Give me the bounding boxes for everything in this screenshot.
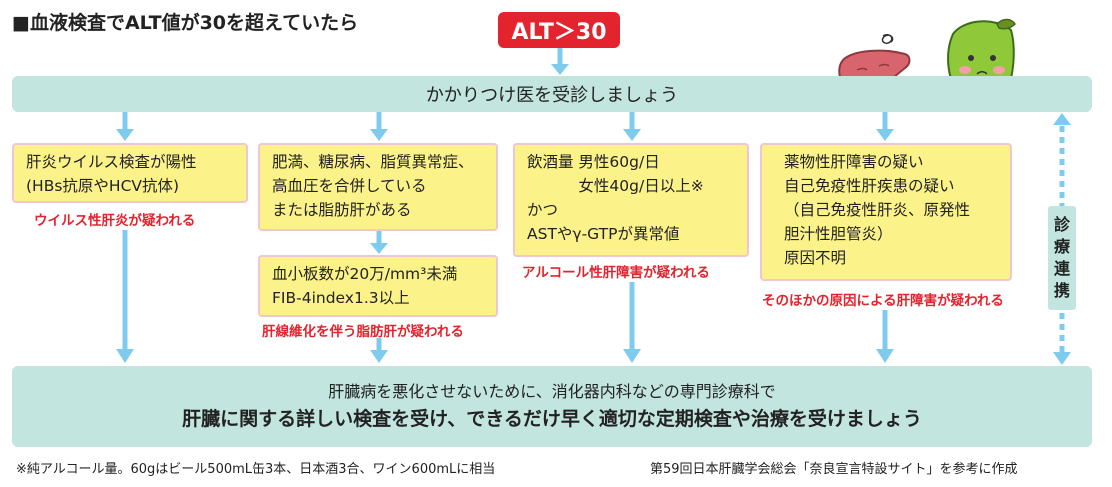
box-line: 胆汁性胆管炎） — [784, 225, 893, 243]
box-viral-hepatitis: 肝炎ウイルス検査が陽性 (HBs抗原やHCV抗体) — [12, 143, 248, 203]
box-line: 高血圧を合併している — [272, 177, 427, 195]
source-note: 第59回日本肝臓学会総会「奈良宣言特設サイト」を参考に作成 — [650, 462, 1018, 477]
arrow-band-to-col4 — [876, 112, 894, 141]
box-line: または脂肪肝がある — [272, 201, 412, 219]
arrow-col2-to-bottom — [370, 338, 388, 363]
tag-char: 診 — [1053, 215, 1070, 234]
box-other-causes: 薬物性肝障害の疑い 自己免疫性肝疾患の疑い （自己免疫性肝炎、原発性 胆汁性胆管… — [760, 143, 1012, 281]
box-line: 肝炎ウイルス検査が陽性 — [26, 153, 197, 171]
bottom-band-line1: 肝臓病を悪化させないために、消化器内科などの専門診療科で — [328, 382, 776, 401]
bottom-band-line2: 肝臓に関する詳しい検査を受け、できるだけ早く適切な定期検査や治療を受けましょう — [182, 408, 922, 430]
box-line: 自己免疫性肝疾患の疑い — [784, 177, 955, 195]
box-line: 飲酒量 男性60g/日 — [527, 153, 660, 171]
arrow-band-to-col2 — [370, 112, 388, 141]
box-line: 薬物性肝障害の疑い — [784, 153, 924, 171]
arrow-col1-to-bottom — [116, 230, 134, 363]
box-line: 女性40g/日以上※ — [527, 177, 704, 195]
page-title: ■血液検査でALT値が30を超えていたら — [12, 12, 359, 34]
alt-badge: ALT＞30 — [498, 12, 620, 48]
box-line: （自己免疫性肝炎、原発性 — [784, 201, 971, 219]
arrow-col3-to-bottom — [623, 282, 641, 363]
box-line: 肥満、糖尿病、脂質異常症、 — [272, 153, 474, 171]
arrow-band-to-col1 — [116, 112, 134, 141]
arrow-band-to-col3 — [623, 112, 641, 141]
box-fatty-liver: 肥満、糖尿病、脂質異常症、 高血圧を合併している または脂肪肝がある — [258, 143, 498, 231]
box-line: ASTやγ-GTPが異常値 — [527, 225, 680, 243]
footnote: ※純アルコール量。60gはビール500mL缶3本、日本酒3合、ワイン600mLに… — [16, 462, 496, 477]
bottom-band: 肝臓病を悪化させないために、消化器内科などの専門診療科で 肝臓に関する詳しい検査… — [12, 366, 1092, 447]
note-viral-hepatitis: ウイルス性肝炎が疑われる — [34, 213, 196, 229]
box-fibrosis-criteria: 血小板数が20万/mm³未満 FIB-4index1.3以上 — [258, 255, 498, 317]
note-other-causes: そのほかの原因による肝障害が疑われる — [762, 293, 1004, 309]
note-alcohol: アルコール性肝障害が疑われる — [522, 265, 710, 281]
box-line: FIB-4index1.3以上 — [272, 289, 410, 307]
top-band: かかりつけ医を受診しましょう — [12, 76, 1092, 112]
tag-char: 連 — [1053, 259, 1070, 278]
top-band-text: かかりつけ医を受診しましょう — [425, 85, 679, 106]
note-fibrosis: 肝線維化を伴う脂肪肝が疑われる — [262, 324, 464, 340]
collaboration-tag: 診 療 連 携 — [1048, 206, 1076, 310]
arrow-col2-mid — [370, 231, 388, 254]
arrow-badge-to-band — [551, 48, 569, 75]
arrow-col4-to-bottom — [876, 310, 894, 363]
tag-char: 携 — [1053, 281, 1070, 300]
box-line: かつ — [527, 201, 559, 219]
box-line: 血小板数が20万/mm³未満 — [272, 265, 458, 283]
box-alcohol: 飲酒量 男性60g/日 女性40g/日以上※ かつ ASTやγ-GTPが異常値 — [513, 143, 749, 257]
box-line: 原因不明 — [784, 249, 847, 267]
tag-char: 療 — [1053, 237, 1070, 256]
box-line: (HBs抗原やHCV抗体) — [26, 177, 180, 195]
